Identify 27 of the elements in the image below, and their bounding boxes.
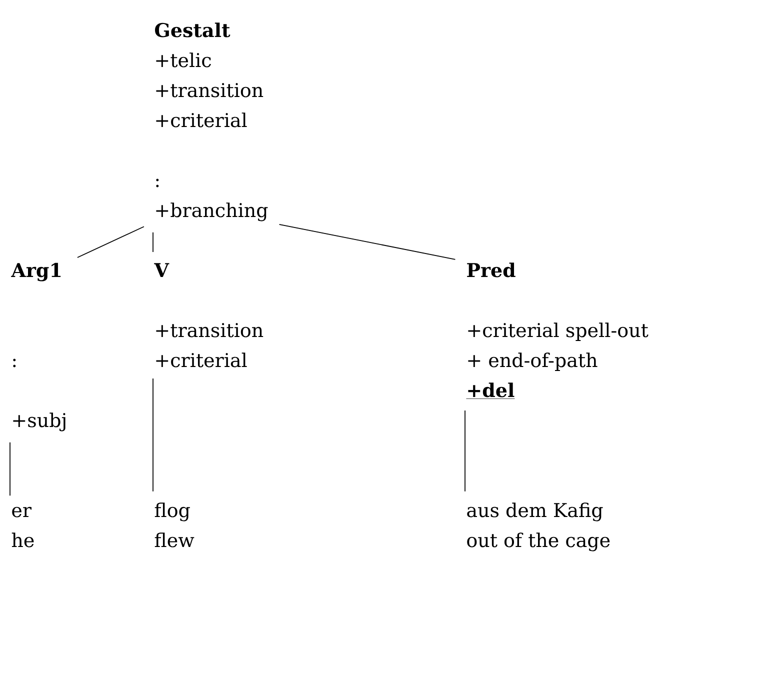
heading-label: Pred	[467, 262, 516, 278]
tree-branch	[76, 226, 144, 258]
heading-label: Gestalt	[155, 22, 230, 38]
feature-label: flew	[154, 532, 194, 548]
feature-label: +criterial spell-out	[468, 322, 648, 341]
feature-label: +criterial	[156, 112, 247, 128]
feature-label: out of the cage	[467, 532, 610, 552]
feature-label: flog	[154, 502, 190, 522]
feature-label: + end-of-path	[468, 352, 598, 371]
feature-label: er	[12, 506, 32, 518]
tree-branch	[152, 232, 154, 252]
feature-label: :	[13, 358, 16, 368]
feature-label: +branching	[156, 202, 268, 222]
feature-label: +transition	[156, 83, 264, 98]
feature-label: +transition	[156, 323, 264, 338]
heading-label: Arg1	[11, 262, 61, 282]
feature-label: aus dem Kafig	[467, 502, 603, 522]
tree-branch	[152, 378, 154, 492]
feature-label: +del	[466, 382, 515, 399]
tree-branch	[278, 224, 456, 260]
feature-label: he	[12, 532, 34, 548]
feature-label: :	[156, 178, 159, 188]
feature-label: +criterial	[156, 352, 247, 368]
heading-label: V	[154, 263, 170, 277]
feature-label: +subj	[13, 412, 66, 432]
feature-label: +telic	[156, 52, 211, 68]
tree-branch	[464, 410, 466, 492]
